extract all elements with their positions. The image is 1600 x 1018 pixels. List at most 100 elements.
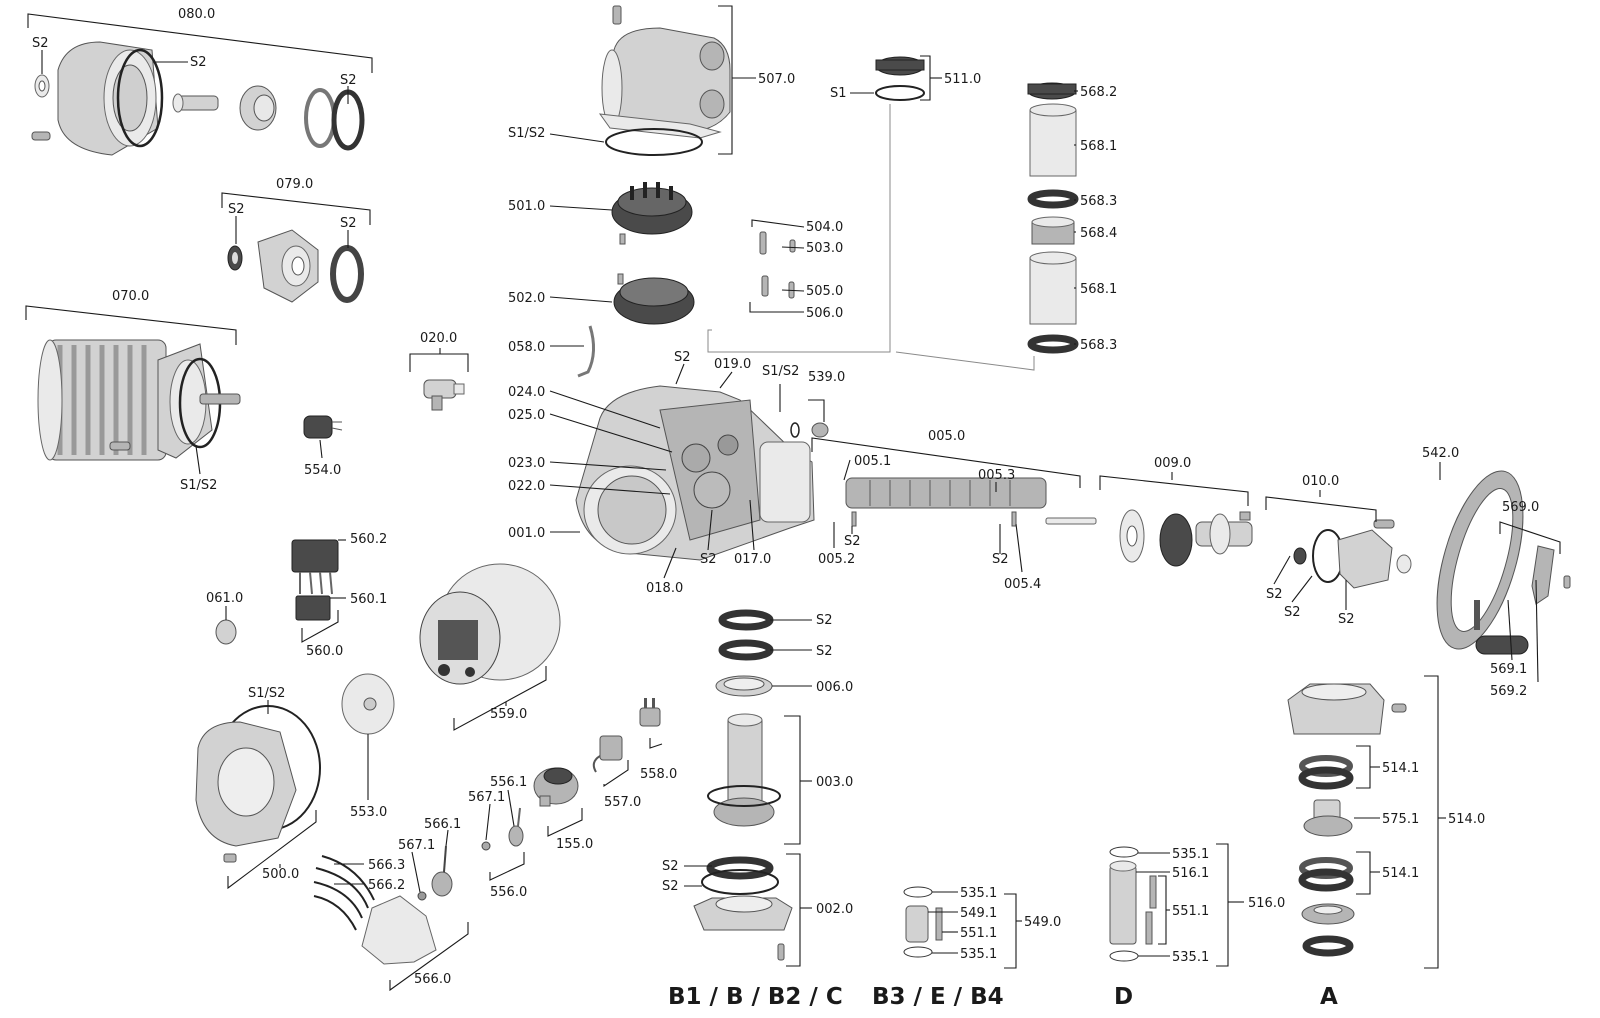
label-005-0: 005.0 [928, 429, 965, 444]
label-569-2: 569.2 [1490, 684, 1527, 699]
label-568-2: 568.2 [1080, 85, 1117, 100]
label-566-2: 566.2 [368, 878, 405, 893]
part-553-dial [341, 673, 395, 735]
group-label-b1-b-b2-c: B1 / B / B2 / C [668, 984, 843, 1010]
part-058-cable [577, 325, 595, 378]
part-511-plug [875, 56, 925, 101]
label-539-0: 539.0 [808, 370, 845, 385]
label-516-0: 516.0 [1248, 896, 1285, 911]
label-549-0: 549.0 [1024, 915, 1061, 930]
group-label-a: A [1320, 984, 1338, 1010]
label-080-0: 080.0 [178, 7, 215, 22]
label-505-0: 505.0 [806, 284, 843, 299]
label-567-1-a: 567.1 [468, 790, 505, 805]
label-558-0: 558.0 [640, 767, 677, 782]
label-554-0: 554.0 [304, 463, 341, 478]
part-560-heater [291, 539, 339, 621]
seal-s1s2-070: S1/S2 [180, 478, 217, 493]
label-514-1-upper: 514.1 [1382, 761, 1419, 776]
part-558-switch [639, 698, 661, 727]
label-556-0: 556.0 [490, 885, 527, 900]
label-535-1-d-top: 535.1 [1172, 847, 1209, 862]
label-566-3: 566.3 [368, 858, 405, 873]
part-a-output-drive [1287, 683, 1407, 957]
label-018-0: 018.0 [646, 581, 683, 596]
label-559-0: 559.0 [490, 707, 527, 722]
label-025-0: 025.0 [508, 408, 545, 423]
label-023-0: 023.0 [508, 456, 545, 471]
seal-s1-511: S1 [830, 86, 847, 101]
label-568-4: 568.4 [1080, 226, 1117, 241]
seal-s2-080-right: S2 [340, 73, 357, 88]
label-569-0: 569.0 [1502, 500, 1539, 515]
label-514-0: 514.0 [1448, 812, 1485, 827]
part-079-coupling [227, 229, 364, 303]
label-003-0: 003.0 [816, 775, 853, 790]
label-504-0: 504.0 [806, 220, 843, 235]
label-568-3-lower: 568.3 [1080, 338, 1117, 353]
label-567-1-b: 567.1 [398, 838, 435, 853]
part-542-handwheel [1436, 470, 1529, 655]
label-005-3: 005.3 [978, 468, 1015, 483]
label-553-0: 553.0 [350, 805, 387, 820]
label-535-1-b3-top: 535.1 [960, 886, 997, 901]
label-506-0: 506.0 [806, 306, 843, 321]
label-009-0: 009.0 [1154, 456, 1191, 471]
label-501-0: 501.0 [508, 199, 545, 214]
seal-s2-housing: S2 [674, 350, 691, 365]
group-label-b3-e-b4: B3 / E / B4 [872, 984, 1004, 1010]
seal-s2-005-4: S2 [992, 552, 1009, 567]
part-559-control-unit [419, 563, 561, 685]
part-507-cover [598, 5, 731, 156]
part-500-cover [195, 705, 321, 863]
label-549-1: 549.1 [960, 906, 997, 921]
part-010 [1293, 519, 1412, 589]
part-b1-output-drive [693, 609, 793, 961]
label-020-0: 020.0 [420, 331, 457, 346]
label-002-0: 002.0 [816, 902, 853, 917]
label-568-3-upper: 568.3 [1080, 194, 1117, 209]
part-503-506-pins [759, 231, 796, 299]
part-number-labels: 080.0 079.0 070.0 020.0 554.0 507.0 511.… [112, 7, 1539, 987]
part-001-housing [575, 385, 829, 561]
label-560-0: 560.0 [306, 644, 343, 659]
label-560-2: 560.2 [350, 532, 387, 547]
seal-s2-005-2: S2 [844, 534, 861, 549]
label-542-0: 542.0 [1422, 446, 1459, 461]
part-d-insert [1109, 846, 1157, 962]
seal-s2-080-mid: S2 [190, 55, 207, 70]
label-010-0: 010.0 [1302, 474, 1339, 489]
label-005-4: 005.4 [1004, 577, 1041, 592]
label-070-0: 070.0 [112, 289, 149, 304]
part-070-motor [37, 339, 241, 461]
label-516-1: 516.1 [1172, 866, 1209, 881]
seal-s2-018: S2 [700, 552, 717, 567]
part-557-switch [592, 735, 623, 773]
part-568-stack [1027, 82, 1079, 354]
part-155-gear [533, 767, 579, 807]
seal-s2-010-b: S2 [1284, 605, 1301, 620]
label-551-1-d: 551.1 [1172, 904, 1209, 919]
seal-s2-080-left: S2 [32, 36, 49, 51]
part-005-shaft [845, 477, 1097, 527]
seal-s2-010-a: S2 [1266, 587, 1283, 602]
seal-s2-079-right: S2 [340, 216, 357, 231]
label-006-0: 006.0 [816, 680, 853, 695]
part-566-board [313, 845, 453, 965]
seal-s2-006-a: S2 [816, 613, 833, 628]
label-535-1-b3-bottom: 535.1 [960, 947, 997, 962]
seal-kit-labels: S2 S2 S2 S2 S2 S1/S2 S1/S2 S1 S2 S1/S2 S… [32, 36, 1355, 894]
seal-s1s2-507: S1/S2 [508, 126, 545, 141]
label-569-1: 569.1 [1490, 662, 1527, 677]
label-022-0: 022.0 [508, 479, 545, 494]
label-560-1: 560.1 [350, 592, 387, 607]
seal-s2-002-b: S2 [662, 879, 679, 894]
label-566-0: 566.0 [414, 972, 451, 987]
part-061 [215, 619, 237, 645]
label-557-0: 557.0 [604, 795, 641, 810]
seal-s2-079-left: S2 [228, 202, 245, 217]
output-drive-group-labels: B1 / B / B2 / C B3 / E / B4 D A [668, 984, 1338, 1010]
label-503-0: 503.0 [806, 241, 843, 256]
label-535-1-d-bottom: 535.1 [1172, 950, 1209, 965]
